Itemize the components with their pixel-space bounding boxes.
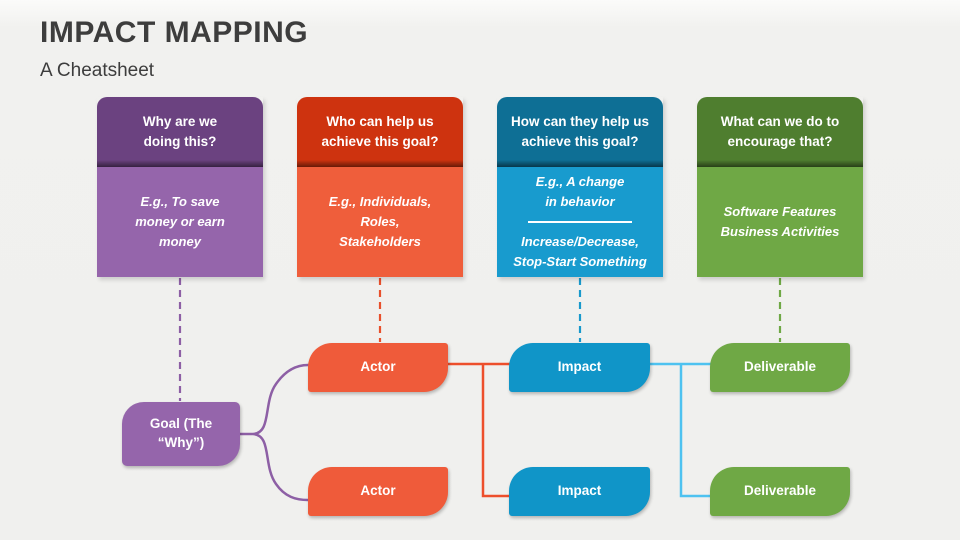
column-how-body-bottom: Increase/Decrease, Stop-Start Something [513,234,647,270]
column-what-body: Software Features Business Activities [697,167,863,277]
column-why-body: E.g., To save money or earn money [97,167,263,277]
column-what-header: What can we do to encourage that? [697,97,863,167]
column-who-body: E.g., Individuals, Roles, Stakeholders [297,167,463,277]
actor-node-top: Actor [308,343,448,392]
column-how-header: How can they help us achieve this goal? [497,97,663,167]
actor-impact-connector [447,362,510,498]
actor-node-bottom: Actor [308,467,448,516]
goal-node: Goal (The “Why”) [122,402,240,466]
column-what: What can we do to encourage that? Softwa… [697,97,863,277]
page-title: IMPACT MAPPING [40,16,309,49]
deliverable-node-top: Deliverable [710,343,850,392]
impact-deliverable-connector [649,362,711,498]
column-how-body: E.g., A change in behavior Increase/Decr… [497,167,663,277]
deliverable-node-bottom: Deliverable [710,467,850,516]
column-who: Who can help us achieve this goal? E.g.,… [297,97,463,277]
column-how-body-top: E.g., A change in behavior [535,173,625,209]
page-subtitle: A Cheatsheet [40,60,155,81]
column-who-header: Who can help us achieve this goal? [297,97,463,167]
goal-brace [238,363,310,502]
column-how: How can they help us achieve this goal? … [497,97,663,277]
column-why: Why are we doing this? E.g., To save mon… [97,97,263,277]
column-why-header: Why are we doing this? [97,97,263,167]
column-how-divider [528,221,632,223]
impact-node-bottom: Impact [509,467,650,516]
impact-node-top: Impact [509,343,650,392]
